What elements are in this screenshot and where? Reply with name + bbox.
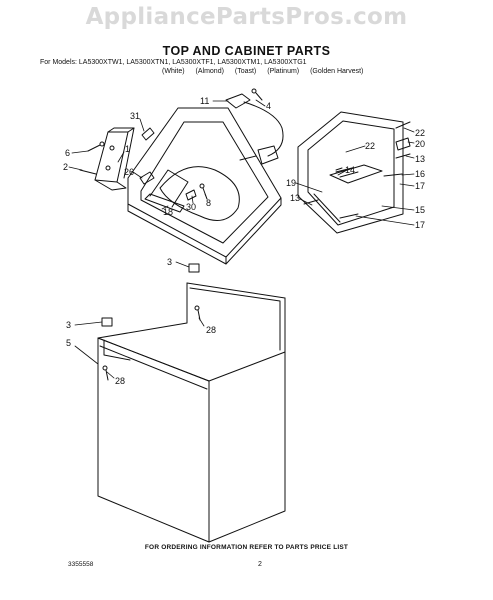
screw-2: [79, 169, 97, 175]
lid: [297, 111, 404, 234]
callout-labels: 11 4 31 6 1 2 26 30 8 18 22 20 22 13 16 …: [63, 96, 425, 386]
color-almond: (Almond): [195, 68, 224, 75]
clip-26: [139, 171, 155, 185]
watermark: AppliancePartsPros.com: [85, 4, 408, 30]
lid-switch: [225, 93, 284, 165]
callout-8: 8: [206, 198, 211, 208]
callout-19: 19: [286, 178, 296, 188]
callout-20: 20: [415, 139, 425, 149]
diagram-title: TOP AND CABINET PARTS: [162, 44, 331, 58]
page-number: 2: [258, 561, 262, 568]
callout-22-lid: 22: [365, 141, 375, 151]
ordering-note: FOR ORDERING INFORMATION REFER TO PARTS …: [144, 544, 349, 551]
callout-4: 4: [266, 101, 271, 111]
lid-hinge-parts: [303, 121, 411, 219]
callout-14: 14: [345, 165, 355, 175]
callout-17-upper: 17: [415, 181, 425, 191]
hinge-pin: [141, 127, 155, 141]
callout-28-front: 28: [115, 376, 125, 386]
callout-31: 31: [130, 111, 140, 121]
top-panel: [127, 107, 282, 265]
callout-2: 2: [63, 162, 68, 172]
document-number: 3355558: [68, 561, 94, 568]
lid-bracket-18: [144, 193, 185, 213]
cabinet: [97, 282, 286, 543]
callout-15: 15: [415, 205, 425, 215]
screw-28-front: [102, 365, 109, 381]
callout-13-left: 13: [290, 193, 300, 203]
callout-6: 6: [65, 148, 70, 158]
color-golden-harvest: (Golden Harvest): [310, 68, 364, 75]
callout-17-lower: 17: [415, 220, 425, 230]
front-panel-lip: [97, 337, 210, 390]
callout-13-right: 13: [415, 154, 425, 164]
callout-22-right: 22: [415, 128, 425, 138]
callout-28-rear: 28: [206, 325, 216, 335]
screw-4: [251, 88, 263, 101]
callout-11: 11: [200, 96, 209, 106]
bumper-30: [185, 189, 197, 201]
color-toast: (Toast): [234, 68, 257, 75]
model-list: For Models: LA5300XTW1, LA5300XTN1, LA53…: [40, 59, 307, 66]
callout-16: 16: [415, 169, 425, 179]
screw-6: [87, 141, 105, 152]
callout-1: 1: [125, 144, 130, 154]
callout-18: 18: [163, 207, 173, 217]
leader-lines: [68, 99, 415, 379]
callout-3-top: 3: [167, 257, 172, 267]
callout-26: 26: [124, 167, 134, 177]
callout-3-left: 3: [66, 320, 71, 330]
color-list: (White) (Almond) (Toast) (Platinum) (Gol…: [162, 68, 462, 75]
clip-3-left: [101, 317, 113, 327]
callout-30: 30: [186, 202, 196, 212]
hinge-bracket: [94, 127, 135, 191]
callout-5: 5: [66, 338, 71, 348]
color-white: (White): [162, 68, 185, 75]
color-platinum: (Platinum): [267, 68, 300, 75]
clip-3-top: [188, 263, 200, 273]
